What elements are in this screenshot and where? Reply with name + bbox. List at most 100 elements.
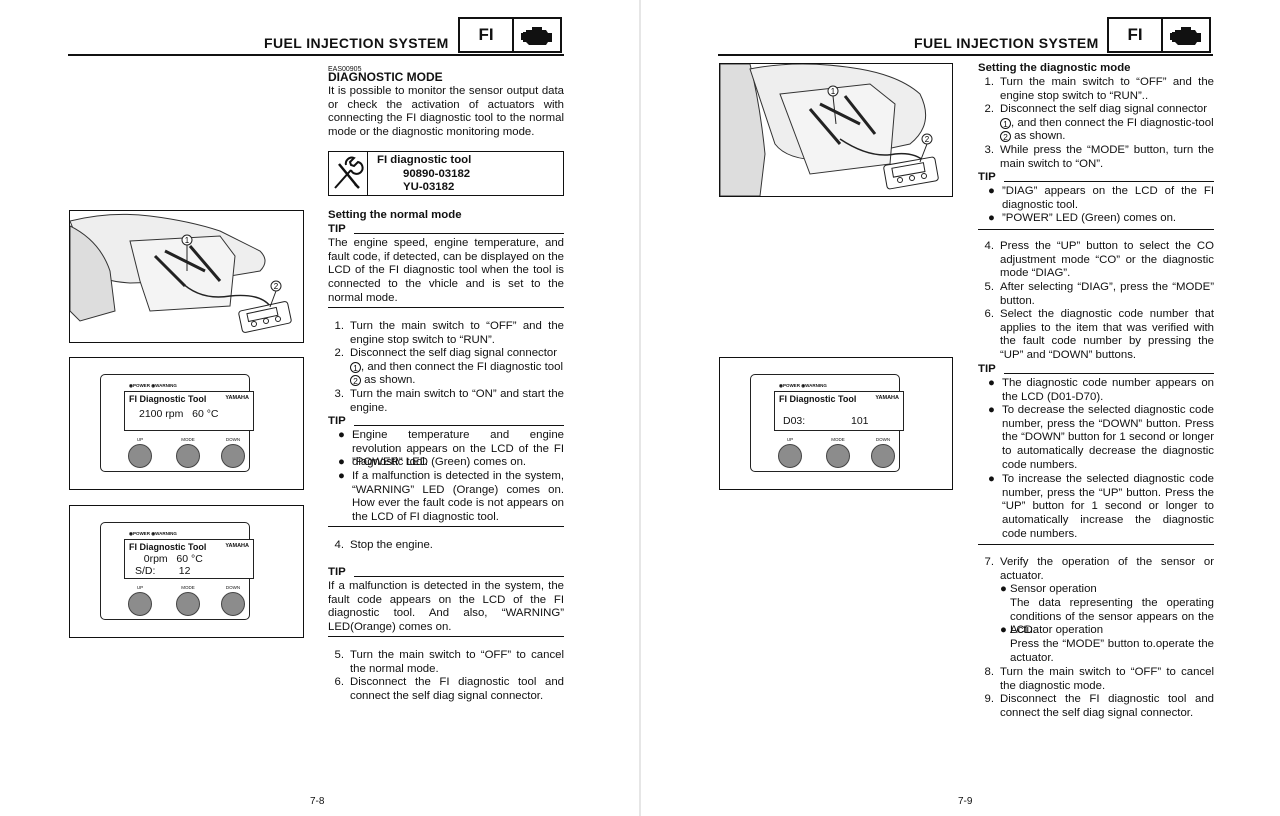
lcd-title: FI Diagnostic Tool <box>129 542 207 552</box>
down-button <box>221 592 245 616</box>
step-3-text: Turn the main switch to “ON” and start t… <box>350 388 564 414</box>
lcd-readout-line1: 2100 rpm 60 °C <box>139 408 219 420</box>
tip-fault-code: If a malfunction is detected in the syst… <box>328 580 564 634</box>
callout-2-icon: 2 <box>350 375 361 387</box>
up-button <box>128 444 152 468</box>
mode-button-label: MODE <box>181 585 195 590</box>
down-button-label: DOWN <box>225 437 241 442</box>
step-7-text: Verify the operation of the sensor or ac… <box>1000 556 1214 582</box>
step-4-text: Press the “UP” button to select the CO a… <box>1000 240 1214 280</box>
fi-section-box: FI <box>458 17 562 53</box>
brand-label: YAMAHA <box>225 543 249 549</box>
fi-label: FI <box>460 19 514 51</box>
connector-illustration: 1 2 <box>69 210 304 343</box>
tip-rule <box>1004 181 1214 182</box>
engine-icon <box>514 19 560 51</box>
fi-diagnostic-tool-device: ◉POWER ◉WARNING FI Diagnostic Tool YAMAH… <box>750 374 904 472</box>
tool-box: FI diagnostic tool 90890-03182 YU-03182 <box>328 151 564 196</box>
led-labels: ◉POWER ◉WARNING <box>129 383 177 388</box>
step-4-text: Stop the engine. <box>350 539 433 551</box>
tip-end-rule-2 <box>328 526 564 527</box>
tip-label: TIP <box>328 223 346 235</box>
sub-bullet-actuator-title: Actuator operation <box>1010 624 1104 636</box>
connector-illustration: 1 2 <box>719 63 953 197</box>
lcd-diag-code: D03: <box>783 415 806 427</box>
page-number: 7-8 <box>310 796 325 807</box>
fi-diagnostic-tool-device: ◉POWER ◉WARNING FI Diagnostic Tool YAMAH… <box>100 374 254 472</box>
doc-code: EAS00905 <box>328 66 362 73</box>
step-2-text-c: as shown. <box>364 374 416 387</box>
tip-bullet-4-text: To decrease the selected diagnostic code… <box>1002 404 1214 471</box>
step-3-text: While press the “MODE” button, turn the … <box>1000 144 1214 170</box>
header-title: FUEL INJECTION SYSTEM <box>264 35 449 51</box>
lcd-screen: FI Diagnostic Tool YAMAHA 0rpm 60 °C S/D… <box>124 539 254 579</box>
lcd-screen: FI Diagnostic Tool YAMAHA 2100 rpm 60 °C <box>124 391 254 431</box>
tip-rule-2 <box>354 425 564 426</box>
page-spine <box>639 0 641 816</box>
fi-section-box: FI <box>1107 17 1211 53</box>
device-figure-normal: ◉POWER ◉WARNING FI Diagnostic Tool YAMAH… <box>69 357 304 490</box>
lcd-readout-line2: S/D: 12 <box>135 565 191 577</box>
sub-bullet-sensor-title: Sensor operation <box>1010 583 1097 595</box>
tip-bullet-1-text: Engine temperature and engine revolution… <box>352 429 564 469</box>
lcd-diag-value: 101 <box>851 415 869 427</box>
svg-text:2: 2 <box>925 135 930 144</box>
tip-normal-mode: The engine speed, engine temperature, an… <box>328 237 564 304</box>
right-page: FUEL INJECTION SYSTEM FI 1 2 <box>640 0 1280 816</box>
lcd-title: FI Diagnostic Tool <box>129 394 207 404</box>
tip-end-rule <box>978 229 1214 230</box>
device-figure-fault: ◉POWER ◉WARNING FI Diagnostic Tool YAMAH… <box>69 505 304 638</box>
lcd-title: FI Diagnostic Tool <box>779 394 857 404</box>
up-button <box>778 444 802 468</box>
header-title: FUEL INJECTION SYSTEM <box>914 35 1099 51</box>
intro-paragraph: It is possible to monitor the sensor out… <box>328 85 564 139</box>
led-labels: ◉POWER ◉WARNING <box>779 383 827 388</box>
mode-button-label: MODE <box>831 437 845 442</box>
device-figure-diag: ◉POWER ◉WARNING FI Diagnostic Tool YAMAH… <box>719 357 953 490</box>
up-button-label: UP <box>136 437 144 442</box>
step-6-text: Select the diagnostic code number that a… <box>1000 308 1214 362</box>
vehicle-connector-drawing: 1 2 <box>720 64 939 196</box>
tool-number-2: YU-03182 <box>403 181 455 193</box>
svg-text:1: 1 <box>185 236 190 245</box>
step-2-text-a: Disconnect the self diag signal connecto… <box>1000 103 1208 115</box>
callout-1-icon: 1 <box>350 361 361 373</box>
header-rule <box>718 54 1213 56</box>
mode-button <box>826 444 850 468</box>
sub-bullet-sensor-body: The data representing the operating cond… <box>1010 597 1214 637</box>
led-warning-label: WARNING <box>155 383 177 388</box>
tip-bullet-3-text: The diagnostic code number appears on th… <box>1002 377 1214 403</box>
tip-bullet-2-text: ”POWER” LED (Green) comes on. <box>352 456 527 468</box>
tip-rule-3 <box>354 576 564 577</box>
fi-label: FI <box>1109 19 1163 51</box>
tip-end-rule-2 <box>978 544 1214 545</box>
led-power-label: POWER <box>132 531 150 536</box>
step-2-text-a: Disconnect the self diag signal connecto… <box>350 347 558 359</box>
tip-end-rule <box>328 307 564 308</box>
tool-number-1: 90890-03182 <box>403 168 471 180</box>
mode-button-label: MODE <box>181 437 195 442</box>
step-5-text: After selecting “DIAG”, press the “MODE”… <box>1000 281 1214 307</box>
lcd-readout-line1: 0rpm 60 °C <box>135 553 203 565</box>
led-labels: ◉POWER ◉WARNING <box>129 531 177 536</box>
tip-label-3: TIP <box>328 566 346 578</box>
diag-mode-heading: Setting the diagnostic mode <box>978 62 1131 74</box>
down-button <box>871 444 895 468</box>
step-2-text-b: , and then connect the FI diagnostic-too… <box>1011 116 1214 129</box>
tip-label: TIP <box>978 171 996 183</box>
step-1-text: Turn the main switch to “OFF” and the en… <box>1000 76 1214 102</box>
step-1-text: Turn the main switch to “OFF” and the en… <box>350 320 564 346</box>
step-2-text: Disconnect the self diag signal connecto… <box>1000 103 1214 144</box>
led-power-label: POWER <box>782 383 800 388</box>
fi-diagnostic-tool-device: ◉POWER ◉WARNING FI Diagnostic Tool YAMAH… <box>100 522 254 620</box>
step-8-text: Turn the main switch to “OFF” to cancel … <box>1000 666 1214 692</box>
header-rule <box>68 54 564 56</box>
tip-label-2: TIP <box>978 363 996 375</box>
step-2-text-c: as shown. <box>1014 130 1066 143</box>
sub-bullet-actuator-body: Press the “MODE” button to.operate the a… <box>1010 638 1214 664</box>
svg-text:2: 2 <box>274 282 279 291</box>
tip-rule-2 <box>1004 373 1214 374</box>
tool-name: FI diagnostic tool <box>377 154 472 166</box>
vehicle-connector-drawing: 1 2 <box>70 213 292 333</box>
section-heading: DIAGNOSTIC MODE <box>328 70 443 84</box>
